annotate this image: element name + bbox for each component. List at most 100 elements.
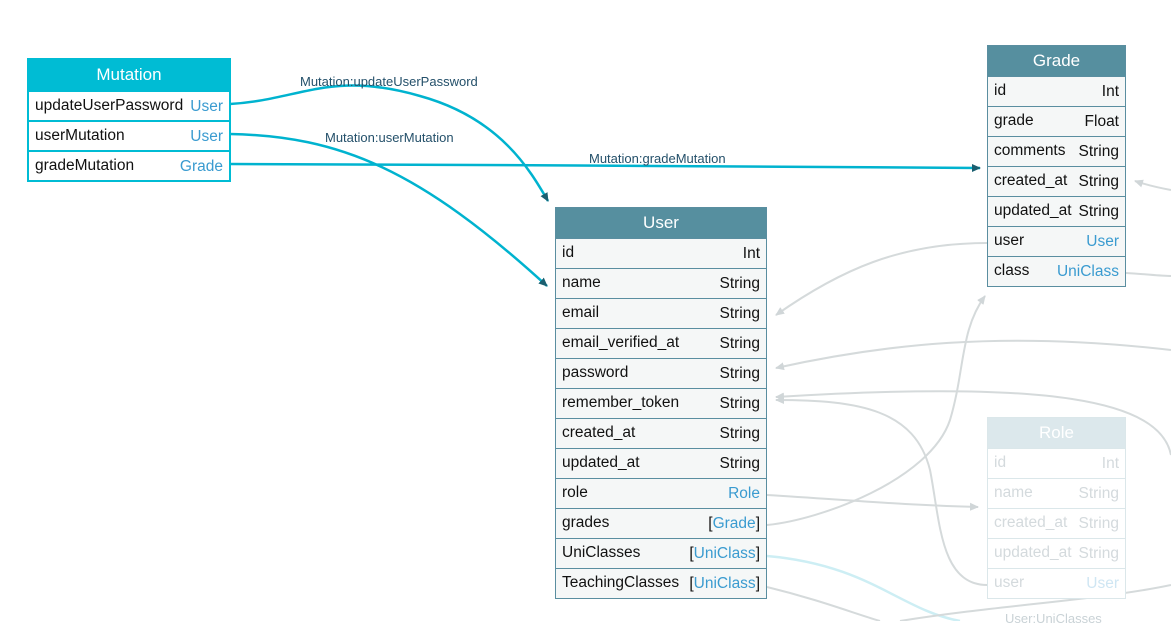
bracket-open: [ [689,545,694,562]
user-field-email-verified-at: email_verified_at String [556,328,766,358]
field-name: TeachingClasses [562,574,680,591]
field-name: created_at [994,172,1068,189]
grade-field-class[interactable]: class UniClass [988,256,1125,286]
user-field-name: name String [556,268,766,298]
field-type-list[interactable]: [UniClass] [689,545,760,563]
user-field-password: password String [556,358,766,388]
field-type-link[interactable]: Grade [179,158,223,175]
field-name: password [562,364,629,381]
field-name: name [562,274,601,291]
edge-label-user-mutation: Mutation:userMutation [325,130,454,145]
mutation-field-grademutation[interactable]: gradeMutation Grade [29,150,229,180]
field-name: UniClasses [562,544,641,561]
field-type-link[interactable]: User [1086,575,1119,592]
bracket-close: ] [755,545,760,562]
field-name: id [994,454,1007,471]
field-type: String [1078,173,1120,190]
role-field-user[interactable]: user User [988,568,1125,598]
field-type: String [719,455,761,472]
role-field-name: name String [988,478,1125,508]
field-type: String [1078,545,1120,562]
mutation-field-updateuserpassword[interactable]: updateUserPassword User [29,90,229,120]
field-name: id [994,82,1007,99]
bracket-close: ] [755,515,760,532]
edge-user-grades-to-grade [766,295,986,526]
bracket-open: [ [689,575,694,592]
field-name: gradeMutation [35,157,135,174]
field-type-list[interactable]: [UniClass] [689,575,760,593]
field-name: created_at [562,424,636,441]
role-node[interactable]: Role id Int name String created_at Strin… [987,417,1126,599]
grade-node[interactable]: Grade id Int grade Float comments String… [987,45,1126,287]
edge-update-password [229,84,550,202]
grade-field-user[interactable]: user User [988,226,1125,256]
field-type: String [719,275,761,292]
field-type: String [719,365,761,382]
user-field-remember-token: remember_token String [556,388,766,418]
field-name: remember_token [562,394,680,411]
mutation-node-title: Mutation [29,60,229,90]
field-type-link[interactable]: Role [728,485,760,502]
mutation-field-usermutation[interactable]: userMutation User [29,120,229,150]
grade-node-title: Grade [988,46,1125,76]
edge-grade-mutation [229,162,981,172]
field-name: user [994,574,1025,591]
edge-right-to-grade-created [1134,179,1171,191]
edge-label-grade-mutation: Mutation:gradeMutation [589,151,726,166]
user-field-uniclasses[interactable]: UniClasses [UniClass] [556,538,766,568]
field-type-link[interactable]: UniClass [1056,263,1119,280]
field-type-link[interactable]: User [190,128,223,145]
field-type: Int [742,245,760,262]
user-field-teachingclasses[interactable]: TeachingClasses [UniClass] [556,568,766,598]
field-type: String [1078,143,1120,160]
field-type-list[interactable]: [Grade] [708,515,760,533]
field-name: updated_at [994,202,1072,219]
grade-field-grade: grade Float [988,106,1125,136]
user-field-grades[interactable]: grades [Grade] [556,508,766,538]
field-type: String [719,425,761,442]
edge-label-user-uniclasses: User:UniClasses [1005,611,1102,626]
bracket-close: ] [755,575,760,592]
field-type-link[interactable]: User [1086,233,1119,250]
user-field-created-at: created_at String [556,418,766,448]
user-field-updated-at: updated_at String [556,448,766,478]
edge-user-uniclasses-out [766,554,961,621]
user-field-role[interactable]: role Role [556,478,766,508]
role-field-id: id Int [988,448,1125,478]
user-node[interactable]: User id Int name String email String ema… [555,207,767,599]
edge-user-role-to-role [766,494,979,511]
role-field-updated-at: updated_at String [988,538,1125,568]
grade-field-updated-at: updated_at String [988,196,1125,226]
field-name: user [994,232,1025,249]
grade-field-id: id Int [988,76,1125,106]
grade-field-created-at: created_at String [988,166,1125,196]
field-name: comments [994,142,1066,159]
field-name: updated_at [562,454,640,471]
field-name: userMutation [35,127,125,144]
field-name: grades [562,514,610,531]
field-type: Int [1101,455,1119,472]
mutation-node[interactable]: Mutation updateUserPassword User userMut… [27,58,231,182]
role-node-title: Role [988,418,1125,448]
field-type: Int [1101,83,1119,100]
field-name: updated_at [994,544,1072,561]
field-name: class [994,262,1030,279]
edge-grade-user-to-user [775,242,988,316]
field-type: String [719,335,761,352]
field-type-link[interactable]: Grade [712,515,756,532]
bracket-open: [ [708,515,713,532]
edge-grade-class-out [1125,272,1171,277]
user-field-id: id Int [556,238,766,268]
edge-role-user-to-user [775,396,988,586]
field-type-link[interactable]: UniClass [693,575,756,592]
grade-field-comments: comments String [988,136,1125,166]
edge-user-mutation [229,132,548,287]
user-field-email: email String [556,298,766,328]
field-name: email_verified_at [562,334,680,351]
field-type: String [1078,515,1120,532]
field-name: grade [994,112,1034,129]
field-type-link[interactable]: UniClass [693,545,756,562]
field-type: Float [1084,113,1119,130]
field-name: id [562,244,575,261]
field-type-link[interactable]: User [190,98,223,115]
